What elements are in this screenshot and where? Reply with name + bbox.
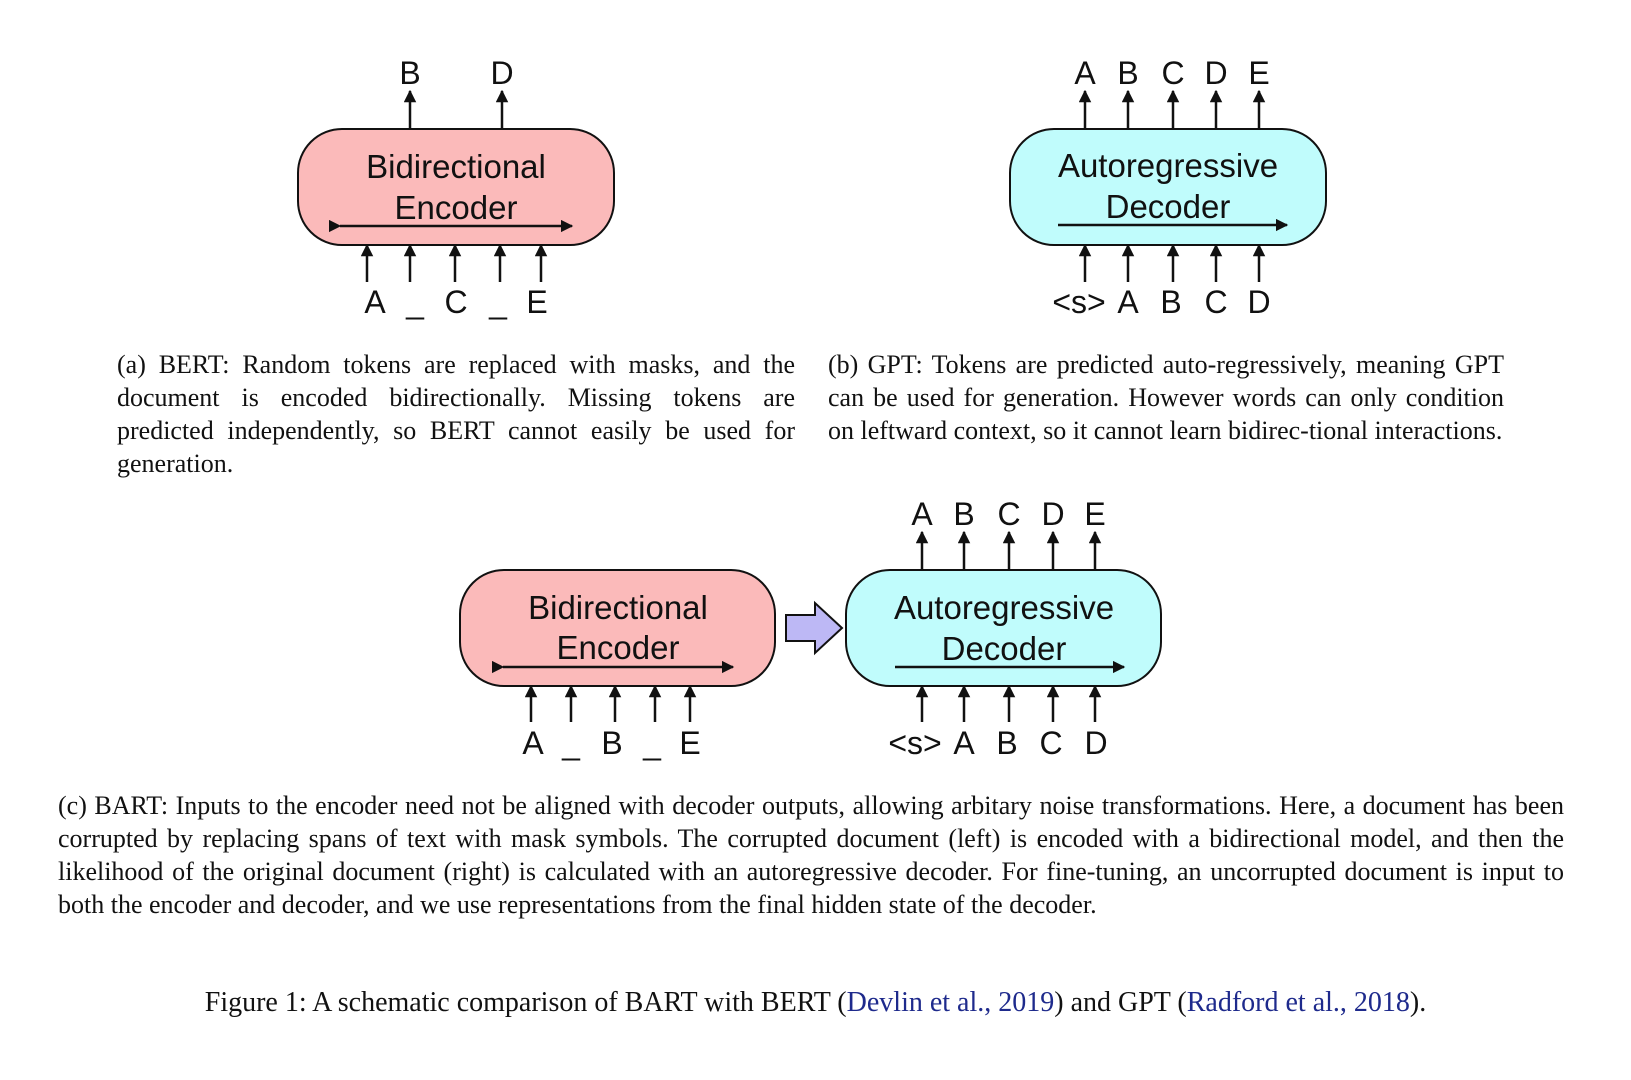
gpt-output-token: C [1161, 55, 1184, 91]
bert-input-token: _ [405, 284, 425, 320]
citation-link-devlin[interactable]: Devlin et al., 2019 [846, 987, 1055, 1018]
bert-encoder-title-line1: Bidirectional [366, 148, 546, 185]
caption-panel-b: (b) GPT: Tokens are predicted auto-regre… [828, 350, 1504, 445]
citation-link-radford[interactable]: Radford et al., 2018 [1186, 987, 1410, 1018]
gpt-decoder-title-line2: Decoder [1106, 188, 1231, 225]
gpt-output-token: A [1074, 55, 1096, 91]
gpt-output-token: D [1204, 55, 1227, 91]
figure-caption-prefix: Figure 1: A schematic comparison of BART… [204, 987, 847, 1018]
gpt-output-arrows [1078, 89, 1266, 129]
gpt-input-token: C [1204, 284, 1227, 320]
bart-decoder-input-arrows [915, 684, 1102, 722]
bart-decoder-input-token: D [1084, 725, 1107, 761]
bart-encoder-title-line2: Encoder [557, 629, 680, 666]
bart-decoder-output-token: B [953, 496, 974, 532]
bart-encoder-input-token: _ [561, 725, 581, 761]
bart-encoder-input-arrows [524, 684, 697, 722]
bart-decoder-output-arrows [915, 530, 1102, 570]
bart-decoder-output-token: A [911, 496, 933, 532]
bert-input-token: A [364, 284, 386, 320]
gpt-input-token: D [1247, 284, 1270, 320]
figure-caption-suffix: ). [1409, 987, 1427, 1018]
bert-input-token: C [444, 284, 467, 320]
panel-a-bert: Bidirectional Encoder B D A _ C _ E [297, 55, 615, 320]
figure-caption-middle: ) and GPT ( [1054, 987, 1187, 1018]
bart-decoder-input-token: A [953, 725, 975, 761]
bart-decoder-output-token: E [1084, 496, 1105, 532]
gpt-input-arrows [1078, 243, 1266, 282]
panel-c-bart: Bidirectional Encoder A _ B _ E Autoregr… [459, 496, 1162, 761]
figure-caption: Figure 1: A schematic comparison of BART… [0, 987, 1631, 1019]
panel-b-gpt: Autoregressive Decoder A B C D E <s> A B… [1009, 55, 1327, 320]
bert-input-token: _ [488, 284, 508, 320]
bart-encoder-input-token: B [601, 725, 622, 761]
bart-decoder-input-token: C [1039, 725, 1062, 761]
bert-input-token: E [526, 284, 547, 320]
gpt-output-token: B [1117, 55, 1138, 91]
bart-decoder-input-token: B [996, 725, 1017, 761]
gpt-input-token: <s> [1052, 284, 1105, 320]
bert-output-arrows [403, 89, 509, 129]
bart-encoder-input-token: A [522, 725, 544, 761]
caption-panel-a: (a) BERT: Random tokens are replaced wit… [117, 350, 795, 478]
gpt-output-token: E [1248, 55, 1269, 91]
bart-decoder-output-token: D [1041, 496, 1064, 532]
bart-decoder-output-token: C [997, 496, 1020, 532]
gpt-input-token: A [1117, 284, 1139, 320]
encoder-to-decoder-arrow [785, 600, 844, 656]
gpt-input-token: B [1160, 284, 1181, 320]
bert-output-token: B [399, 55, 420, 91]
bart-encoder-title-line1: Bidirectional [528, 589, 708, 626]
bart-encoder-box [459, 569, 776, 687]
bert-encoder-box [297, 128, 615, 246]
caption-panel-c: (c) BART: Inputs to the encoder need not… [58, 791, 1564, 919]
bart-decoder-input-token: <s> [888, 725, 941, 761]
bart-decoder-title-line1: Autoregressive [894, 589, 1114, 626]
gpt-decoder-title-line1: Autoregressive [1058, 147, 1278, 184]
bart-decoder-title-line2: Decoder [942, 630, 1067, 667]
bart-encoder-input-token: E [679, 725, 700, 761]
bart-decoder-box [845, 569, 1162, 687]
bert-output-token: D [490, 55, 513, 91]
bart-encoder-input-token: _ [642, 725, 662, 761]
bert-encoder-title-line2: Encoder [395, 189, 518, 226]
bert-input-arrows [360, 243, 548, 282]
